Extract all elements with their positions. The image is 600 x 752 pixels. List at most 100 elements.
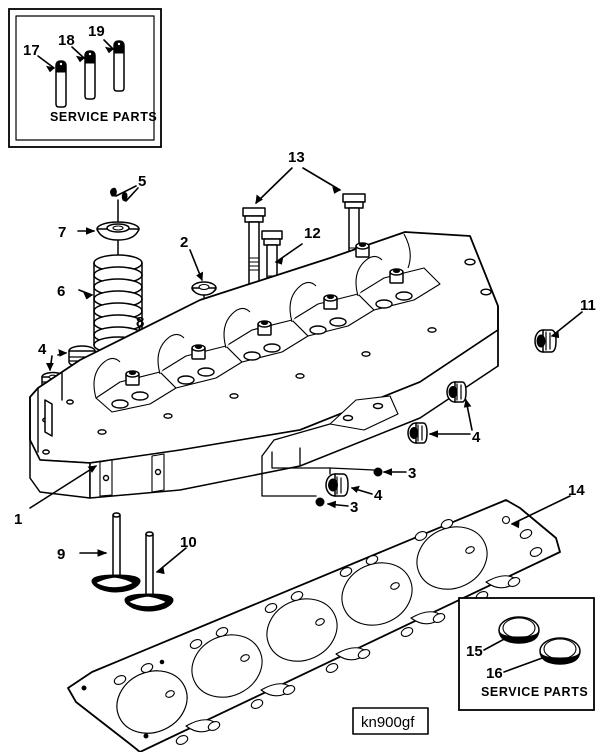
dowel-pins <box>315 467 383 507</box>
service-box-inner-frame <box>15 15 155 141</box>
callout-number-10: 10 <box>180 534 197 551</box>
callout-number-8: 8 <box>136 314 144 331</box>
gasket-bores <box>116 526 488 734</box>
exhaust-valve <box>124 531 174 612</box>
rocker-stud-4 <box>323 294 338 310</box>
leader-12 <box>275 243 303 263</box>
leader-5a <box>115 185 137 197</box>
arrowhead-1 <box>87 465 98 473</box>
leader-15 <box>483 636 509 651</box>
figure-code-box: kn900gf <box>352 707 429 735</box>
arrowhead-17 <box>45 65 56 73</box>
arrowhead-9 <box>97 549 108 557</box>
callout-number-4-lower: 4 <box>374 487 383 504</box>
arrowhead-13-left <box>255 194 263 204</box>
head-rocker-studs <box>125 242 404 386</box>
leader-19 <box>103 39 114 50</box>
arrowhead-2 <box>196 271 204 282</box>
head-manifold-flange <box>261 395 399 467</box>
leader-14 <box>511 495 571 525</box>
head-left-bosses <box>37 371 74 455</box>
callout-number-16: 16 <box>486 665 503 682</box>
callout-number-9: 9 <box>57 546 65 563</box>
rocker-stud-2 <box>191 344 206 360</box>
arrowhead-18 <box>75 55 86 63</box>
capscrew-long-left <box>242 207 266 285</box>
valve-spring-retainer <box>96 221 140 241</box>
callout-number-15: 15 <box>466 643 483 660</box>
arrowhead-7 <box>86 227 96 235</box>
cup-plugs-right <box>407 381 467 444</box>
arrowhead-14 <box>510 520 520 529</box>
cylinder-head-gasket <box>67 499 561 752</box>
arrowhead-13-right <box>332 186 342 194</box>
leader-1 <box>29 465 97 509</box>
head-intake-port-humps <box>93 233 411 399</box>
valve-guide-short <box>55 60 67 108</box>
arrowhead-4-c <box>463 398 472 408</box>
arrowhead-4-d <box>428 430 438 438</box>
arrowhead-6 <box>83 292 94 300</box>
leader-18 <box>71 46 85 59</box>
service-parts-box-upper-left: 17 18 19 SERVICE PARTS <box>8 8 162 148</box>
callout-number-11: 11 <box>580 297 596 314</box>
dowel-connector-a <box>271 451 331 475</box>
leader-5b <box>125 187 139 202</box>
callout-number-18: 18 <box>58 32 75 49</box>
callout-number-13: 13 <box>288 149 305 166</box>
callout-number-2: 2 <box>180 234 188 251</box>
figure-code-text: kn900gf <box>361 714 415 731</box>
dowel-connector-b <box>261 455 317 497</box>
cylinder-head-casting <box>29 231 499 499</box>
arrowhead-3-a <box>382 468 392 476</box>
head-deck-bolt-holes <box>97 258 492 435</box>
valve-guide-medium <box>84 50 96 100</box>
service-parts-title-lower: SERVICE PARTS <box>481 685 588 699</box>
valve-seat-insert-exhaust <box>539 637 581 665</box>
arrowhead-3-b <box>326 500 337 509</box>
callout-number-3-a: 3 <box>408 465 416 482</box>
service-parts-box-lower-right: 15 16 SERVICE PARTS <box>458 597 595 711</box>
leader-13-right <box>302 167 341 191</box>
valve-guide-tall <box>113 40 125 92</box>
arrowhead-19 <box>104 46 115 54</box>
cup-plug-c <box>446 381 467 403</box>
callout-number-3-b: 3 <box>350 499 358 516</box>
callout-number-4-right: 4 <box>472 429 481 446</box>
arrowhead-12 <box>274 257 284 265</box>
rocker-stud-1 <box>125 370 140 386</box>
callout-number-19: 19 <box>88 23 105 40</box>
callout-number-12: 12 <box>304 225 321 242</box>
rocker-stud-3 <box>257 320 272 336</box>
rocker-stud-6 <box>355 242 370 258</box>
dowel-pin-a <box>373 467 383 477</box>
arrowhead-10 <box>155 566 165 575</box>
leader-17 <box>37 55 55 69</box>
head-side-pads <box>99 453 165 497</box>
arrowhead-4-a <box>58 349 68 357</box>
cup-plug-d <box>407 422 428 444</box>
figure-code-frame <box>352 707 429 735</box>
arrowhead-4-e <box>350 485 360 493</box>
service-parts-title-upper: SERVICE PARTS <box>50 110 157 124</box>
head-valve-bosses <box>111 291 413 409</box>
dowel-connector-c <box>329 467 375 471</box>
valve-keepers <box>110 187 128 202</box>
callout-number-1: 1 <box>14 511 22 528</box>
callout-number-7: 7 <box>58 224 66 241</box>
callout-number-14: 14 <box>568 482 585 499</box>
valve-seat-insert-intake <box>498 616 540 644</box>
rocker-stud-5 <box>389 268 404 284</box>
expansion-plug <box>534 329 557 353</box>
leader-16 <box>503 656 546 673</box>
arrowhead-11 <box>550 330 560 339</box>
callout-number-6: 6 <box>57 283 65 300</box>
dowel-pin-b <box>315 497 325 507</box>
callout-number-5: 5 <box>138 173 146 190</box>
callout-number-4-left: 4 <box>38 341 47 358</box>
intake-valve <box>91 512 141 593</box>
dowel-ring <box>325 473 349 497</box>
callout-number-17: 17 <box>23 42 40 59</box>
